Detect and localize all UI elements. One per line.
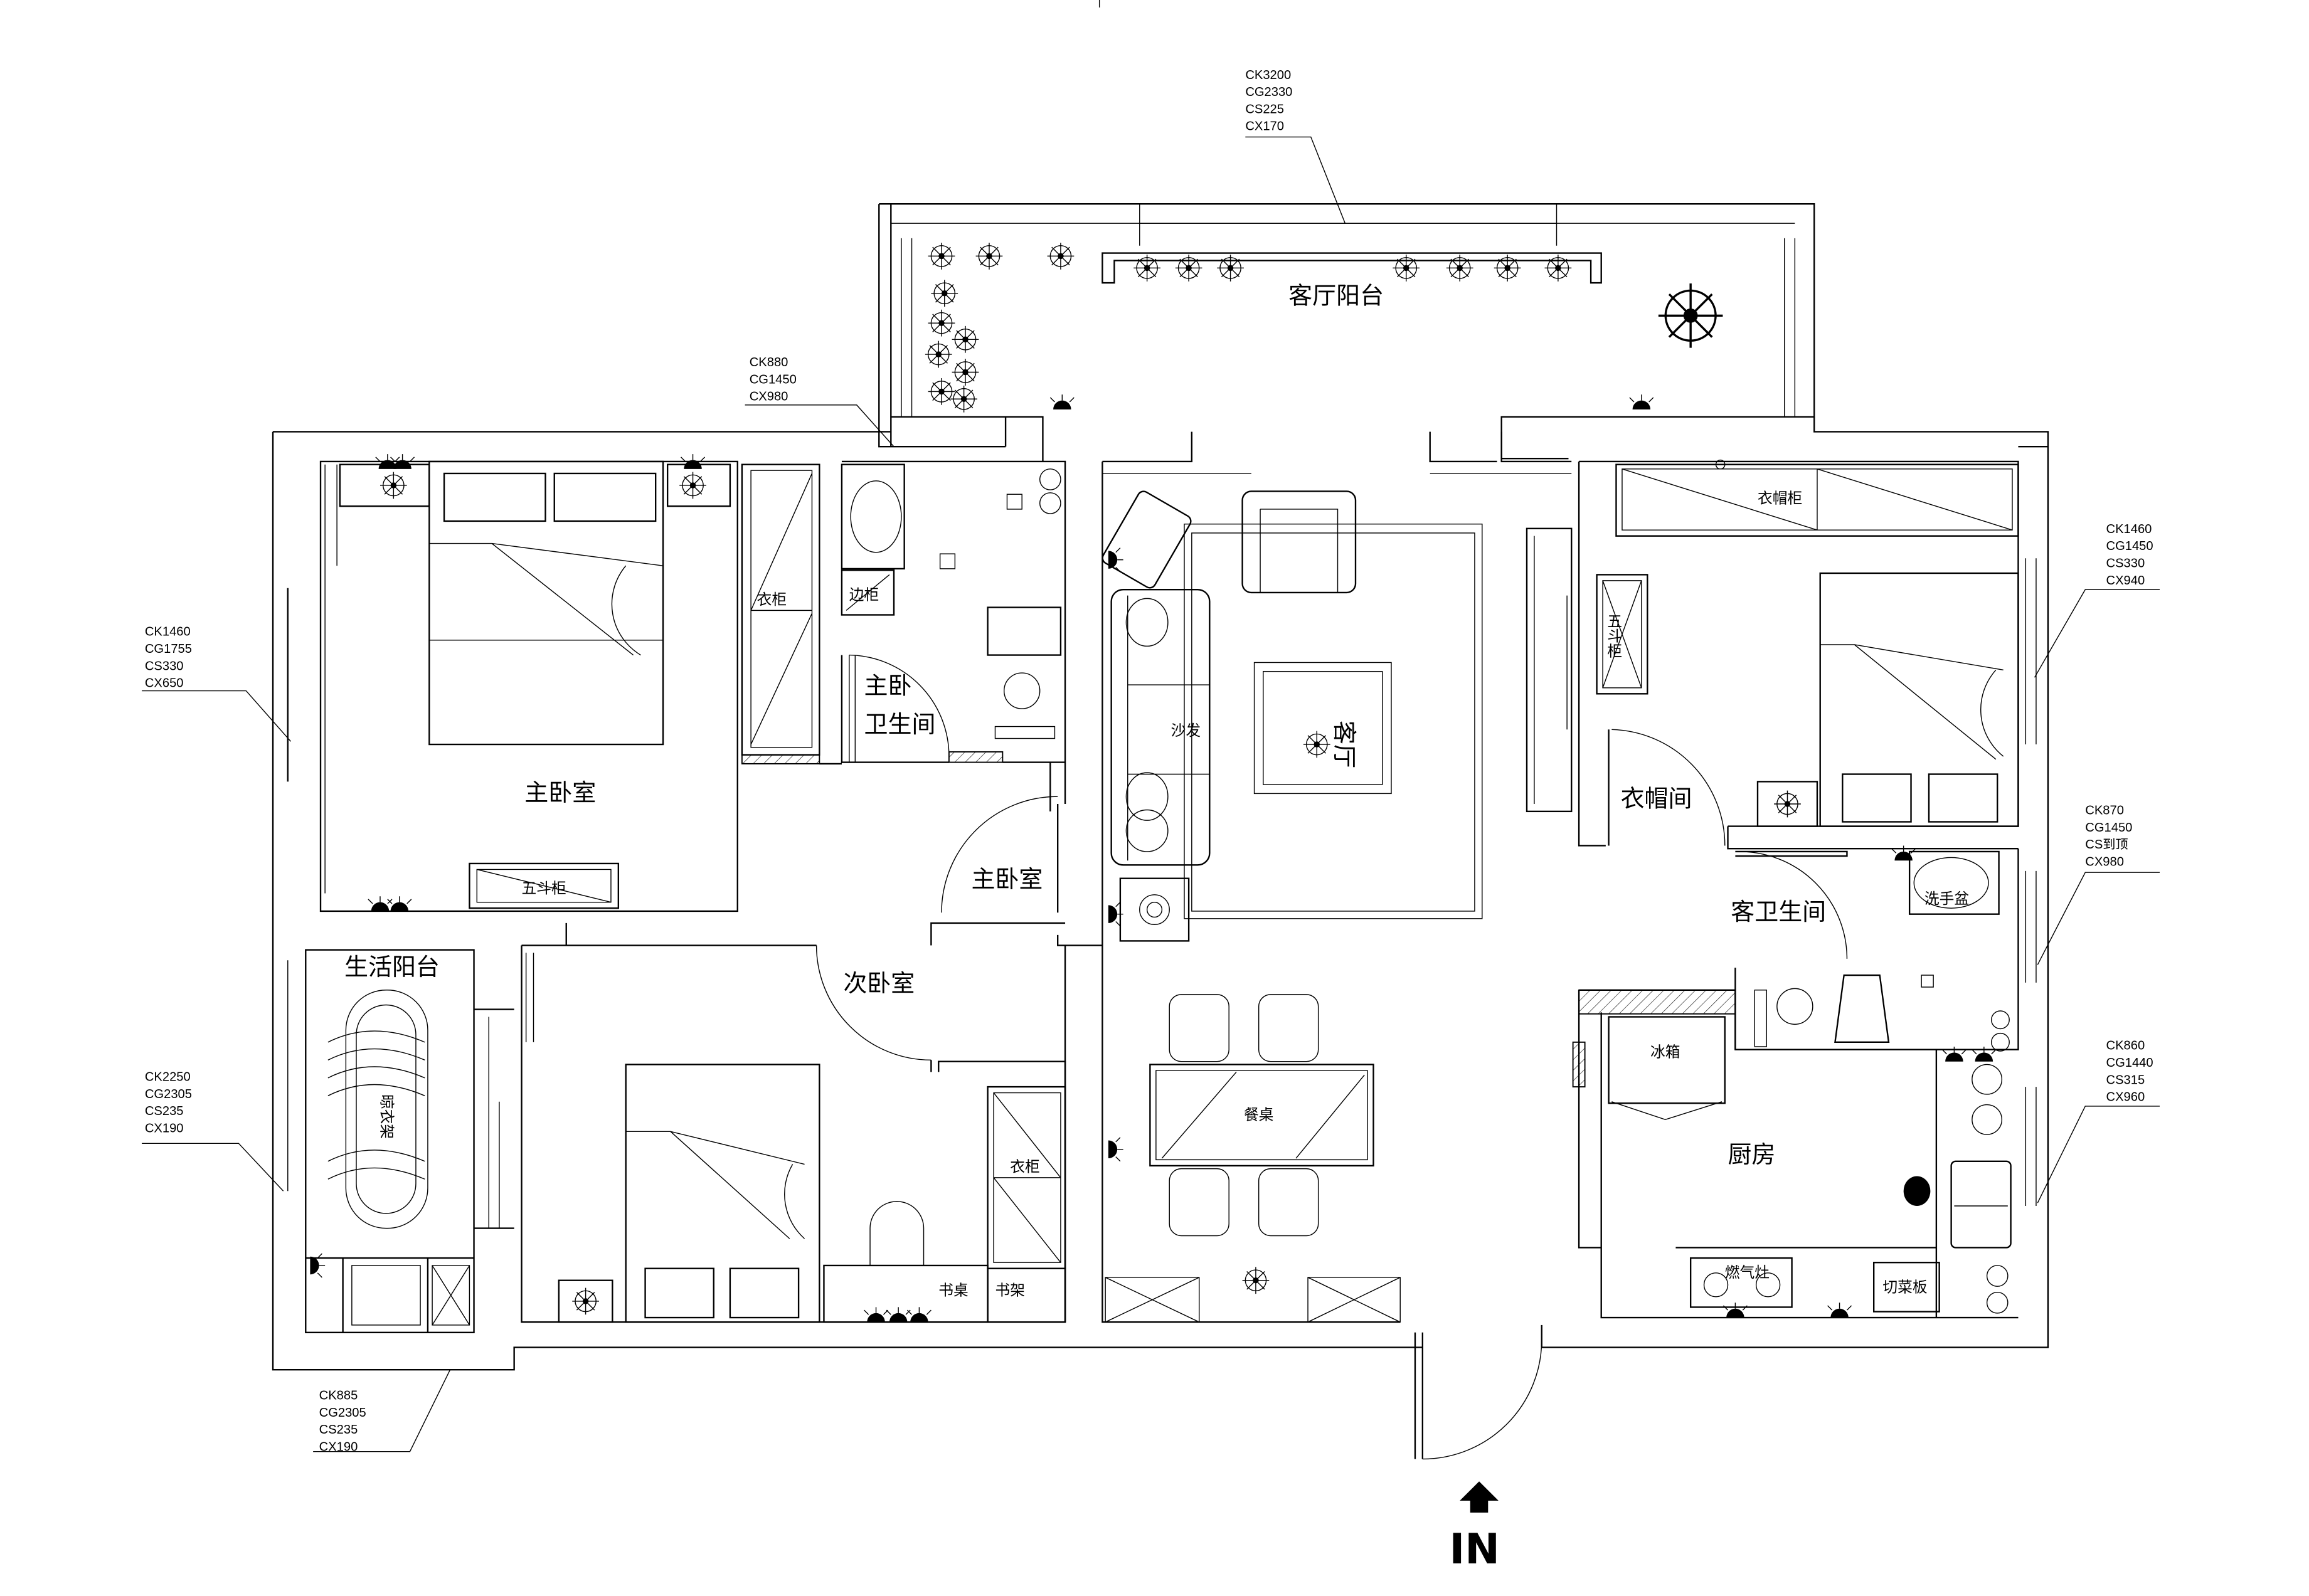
double-bed [1819,572,2019,827]
living-balcony: 客厅阳台 [878,203,1815,462]
double-bed [428,460,664,746]
door-swing [1739,851,1848,959]
label-wardrobe-second: 衣柜 [1010,1158,1039,1175]
plant-icon [924,241,1573,413]
wardrobe [741,463,820,756]
door-swing [941,796,1058,913]
door-swing [815,945,932,1061]
label-stove: 燃气灶 [1725,1264,1770,1281]
person-icon [1903,1176,1931,1206]
room-label-master-bedroom: 主卧室 [524,779,596,806]
lamp-icon [1049,394,1075,410]
label-chest-right: 五斗柜 [1605,613,1622,658]
room-label-living-room: 客厅 [1330,721,1358,768]
single-bed [625,1064,820,1323]
rug [1184,523,1483,919]
lamp-icon [1629,394,1654,410]
label-drying-rack: 晾衣架 [378,1094,395,1139]
label-sofa: 沙发 [1171,722,1201,739]
kitchen-sink [1950,1160,2012,1249]
second-bedroom: 衣柜 书桌 书架 次卧室 [521,922,1066,1323]
tv-cabinet [1526,527,1573,813]
sofa [1110,588,1211,866]
room-label-living-balcony: 客厅阳台 [1288,282,1384,309]
label-chest-master: 五斗柜 [522,879,566,897]
large-plant-icon [1659,283,1723,348]
room-label-second-bedroom: 次卧室 [843,970,915,997]
door-swing [1611,729,1726,846]
room-label-master-bath-2: 卫生间 [864,711,936,738]
chest-of-drawers [469,862,620,909]
label-cloak-cabinet: 衣帽柜 [1758,489,1802,507]
outer-walls [272,416,2049,1371]
arrow-up-icon [1460,1481,1499,1513]
fridge: 冰箱 [1608,1016,1726,1121]
utility-balcony: 晾衣架 生活阳台 [305,949,514,1333]
room-label-cloakroom: 衣帽间 [1621,785,1692,813]
sink-icon [850,480,902,553]
room-label-guest-bath: 客卫生间 [1731,898,1826,926]
dining-table [1149,1064,1374,1167]
side-table [1119,877,1190,942]
label-chopping-board: 切菜板 [1882,1279,1927,1296]
room-label-utility-balcony: 生活阳台 [344,953,440,981]
toilet-icon [987,606,1062,656]
entrance-label: IN [1450,1525,1500,1573]
label-desk: 书桌 [938,1281,968,1299]
chair-icon [869,1201,925,1266]
bathtub-icon [1004,672,1041,709]
master-bathroom: 边柜 主卧 卫生间 [819,460,1066,804]
dining-area: 餐桌 [1064,945,1401,1323]
stove: 燃气灶 [1689,1257,1793,1308]
dining-chair [1169,994,1319,1237]
label-dining-table: 餐桌 [1244,1106,1273,1123]
right-bedroom: 衣帽柜 五斗柜 衣帽间 [1578,459,2019,847]
living-room: 沙发 客厅 [1101,431,1573,946]
door-swing [849,654,950,757]
armchair [1241,490,1357,594]
label-fridge: 冰箱 [1650,1044,1680,1061]
side-table [1101,490,1192,589]
label-bookshelf: 书架 [995,1281,1024,1299]
label-wash-basin: 洗手盆 [1924,890,1969,907]
toilet-icon [1834,974,1890,1044]
room-label-master-door: 主卧室 [971,865,1043,893]
sink-icon [1913,857,1989,909]
guest-bathroom: 洗手盆 客卫生间 [1727,826,2019,1052]
door-swing [1422,1340,1542,1460]
entrance: IN [1414,1324,1542,1573]
room-label-kitchen: 厨房 [1728,1141,1776,1168]
room-label-master-bath-1: 主卧 [864,672,912,699]
master-bedroom: 衣柜 五斗柜 主卧室 [319,453,820,912]
label-side-cabinet: 边柜 [849,586,879,604]
label-wardrobe-master: 衣柜 [757,591,787,608]
kitchen: 冰箱 燃气灶 切菜板 厨房 [1572,989,2019,1319]
